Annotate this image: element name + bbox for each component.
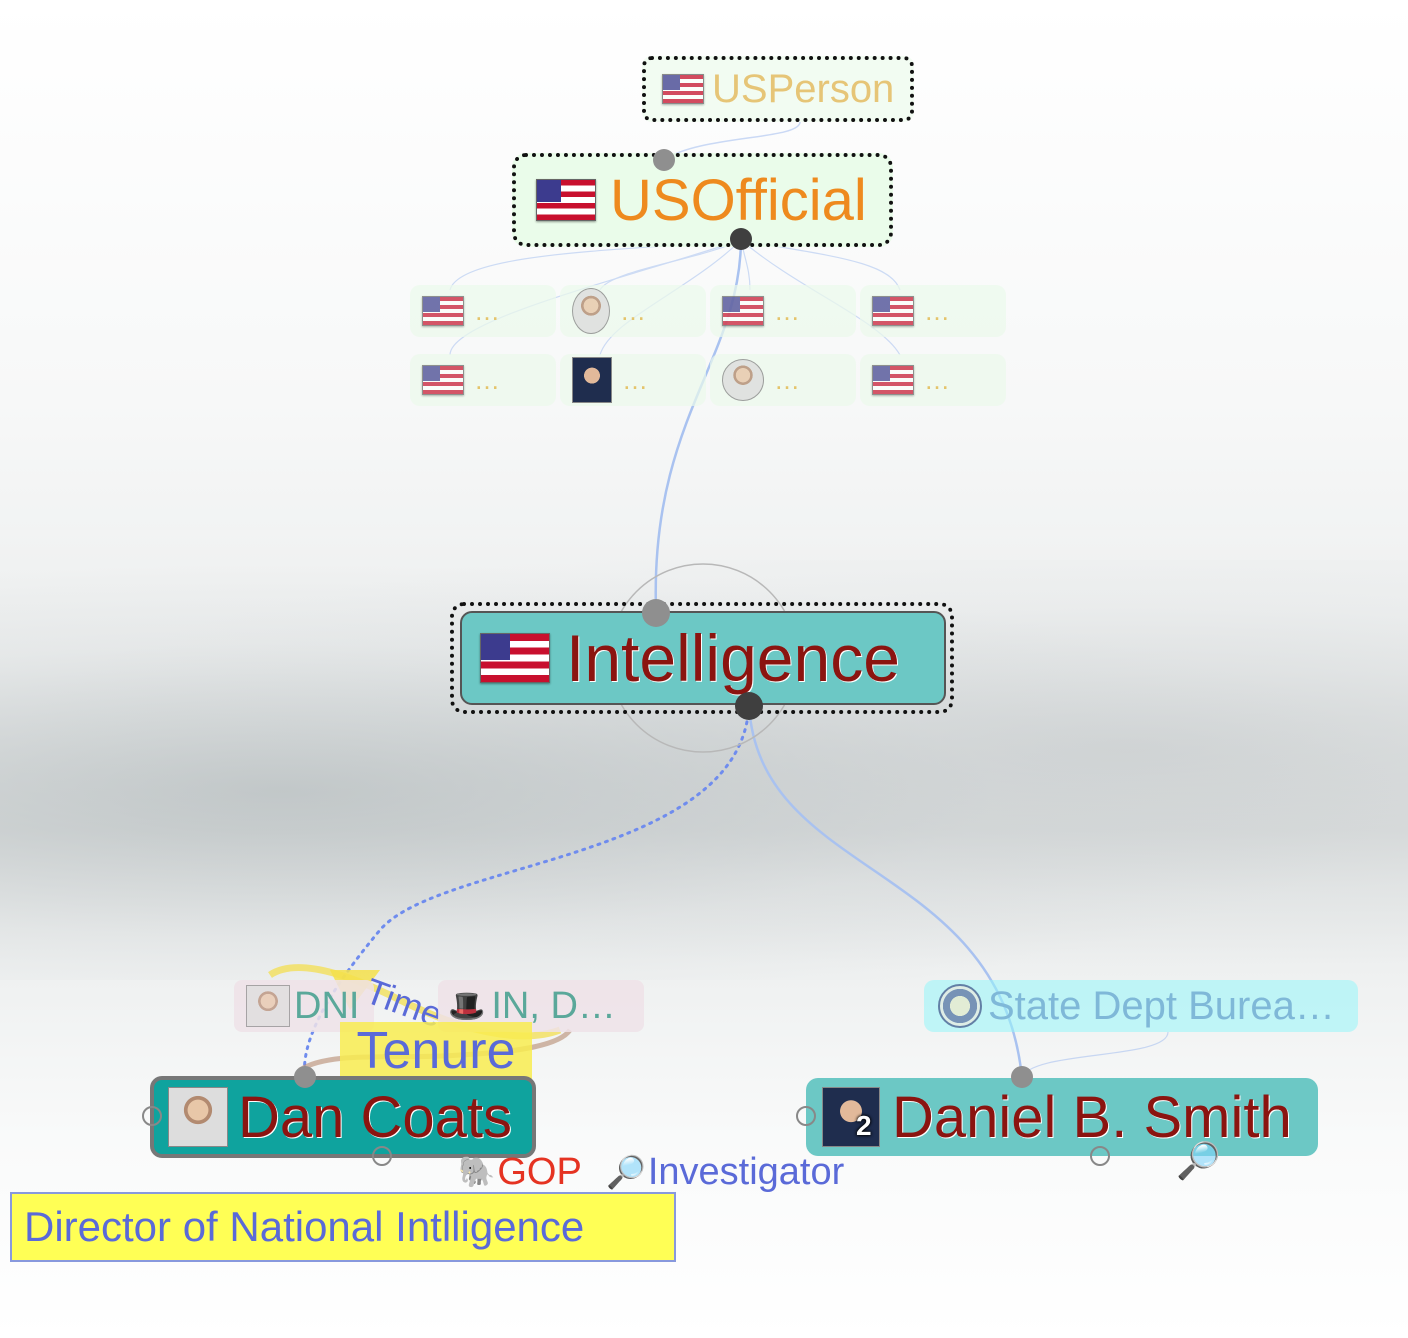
edge-usperson-usofficial <box>663 121 801 161</box>
usofficial-out-handle[interactable] <box>730 228 752 250</box>
usofficial-in-handle[interactable] <box>653 149 675 171</box>
note-label: Director of National Intlligence <box>24 1203 585 1250</box>
flag-icon <box>662 74 704 104</box>
collapsed-child[interactable]: … <box>560 354 706 406</box>
flag-icon <box>422 365 464 395</box>
collapsed-child-label: … <box>924 364 950 395</box>
collapsed-child-label: … <box>474 295 500 326</box>
tag-dni-label: DNI <box>294 984 360 1027</box>
node-intelligence-selection <box>450 602 954 714</box>
dan-coats-left-handle[interactable] <box>142 1106 162 1126</box>
collapsed-child-label: … <box>622 364 648 395</box>
node-usperson-label: USPerson <box>712 66 895 111</box>
collapsed-child-label: … <box>774 364 800 395</box>
tag-investigator[interactable]: 🔎 Investigator <box>606 1150 844 1194</box>
collapsed-child[interactable]: … <box>710 354 856 406</box>
collapsed-child-label: … <box>924 295 950 326</box>
portrait-icon <box>822 1087 880 1147</box>
collapsed-child[interactable]: … <box>410 285 556 337</box>
portrait-icon <box>572 288 610 334</box>
daniel-smith-out-handle[interactable] <box>1090 1146 1110 1166</box>
state-dept-seal-icon <box>938 984 982 1028</box>
flag-icon <box>536 179 596 221</box>
collapsed-child[interactable]: … <box>860 354 1006 406</box>
intelligence-out-handle[interactable] <box>735 692 763 720</box>
gop-elephant-icon: 🐘 <box>458 1155 496 1189</box>
node-daniel-smith-label: Daniel B. Smith <box>892 1084 1292 1150</box>
node-dan-coats-label: Dan Coats <box>238 1084 513 1150</box>
node-intelligence[interactable]: Intelligence <box>460 611 946 705</box>
flag-icon <box>872 365 914 395</box>
dan-coats-in-handle[interactable] <box>294 1066 316 1088</box>
portrait-icon <box>572 357 612 403</box>
daniel-smith-in-handle[interactable] <box>1011 1066 1033 1088</box>
portrait-icon <box>246 985 290 1027</box>
magnifier-icon[interactable]: 🔎 <box>1176 1140 1221 1181</box>
node-daniel-smith[interactable]: 2 Daniel B. Smith <box>806 1078 1318 1156</box>
daniel-smith-left-handle[interactable] <box>796 1106 816 1126</box>
node-dan-coats[interactable]: Dan Coats <box>150 1076 536 1158</box>
magnifier-icon: 🔎 <box>606 1154 646 1190</box>
flag-icon <box>722 296 764 326</box>
tag-gop[interactable]: 🐘 GOP <box>458 1150 582 1194</box>
tag-in-d-label: IN, D… <box>491 984 616 1027</box>
portrait-icon <box>722 359 764 401</box>
collapsed-child-label: … <box>620 295 646 326</box>
top-hat-icon: 🎩 <box>448 989 486 1023</box>
collapsed-child-label: … <box>474 364 500 395</box>
collapsed-child[interactable]: … <box>560 285 706 337</box>
flag-icon <box>872 296 914 326</box>
node-usofficial[interactable]: USOfficial <box>512 153 893 247</box>
flag-icon <box>422 296 464 326</box>
tag-dni[interactable]: DNI <box>234 980 374 1032</box>
edge-statedept <box>1021 1031 1169 1079</box>
collapsed-child[interactable]: … <box>410 354 556 406</box>
tag-tenure-label: Tenure <box>356 1022 516 1080</box>
node-usofficial-label: USOfficial <box>610 167 867 233</box>
intelligence-in-handle[interactable] <box>642 599 670 627</box>
node-usperson[interactable]: USPerson <box>642 56 914 122</box>
note-dan-coats[interactable]: Director of National Intlligence <box>10 1192 676 1262</box>
tag-gop-label: GOP <box>497 1150 582 1193</box>
flag-icon <box>480 633 550 683</box>
dan-coats-out-handle[interactable] <box>372 1146 392 1166</box>
collapsed-child[interactable]: … <box>710 285 856 337</box>
collapsed-child[interactable]: … <box>860 285 1006 337</box>
tag-state-dept[interactable]: State Dept Burea… <box>924 980 1358 1032</box>
portrait-icon <box>168 1087 228 1147</box>
tag-state-dept-label: State Dept Burea… <box>988 983 1335 1028</box>
tag-investigator-label: Investigator <box>647 1150 845 1193</box>
badge-count: 2 <box>856 1110 872 1141</box>
node-intelligence-label: Intelligence <box>566 621 900 695</box>
tag-tenure[interactable]: Tenure <box>340 1022 532 1080</box>
collapsed-child-label: … <box>774 295 800 326</box>
